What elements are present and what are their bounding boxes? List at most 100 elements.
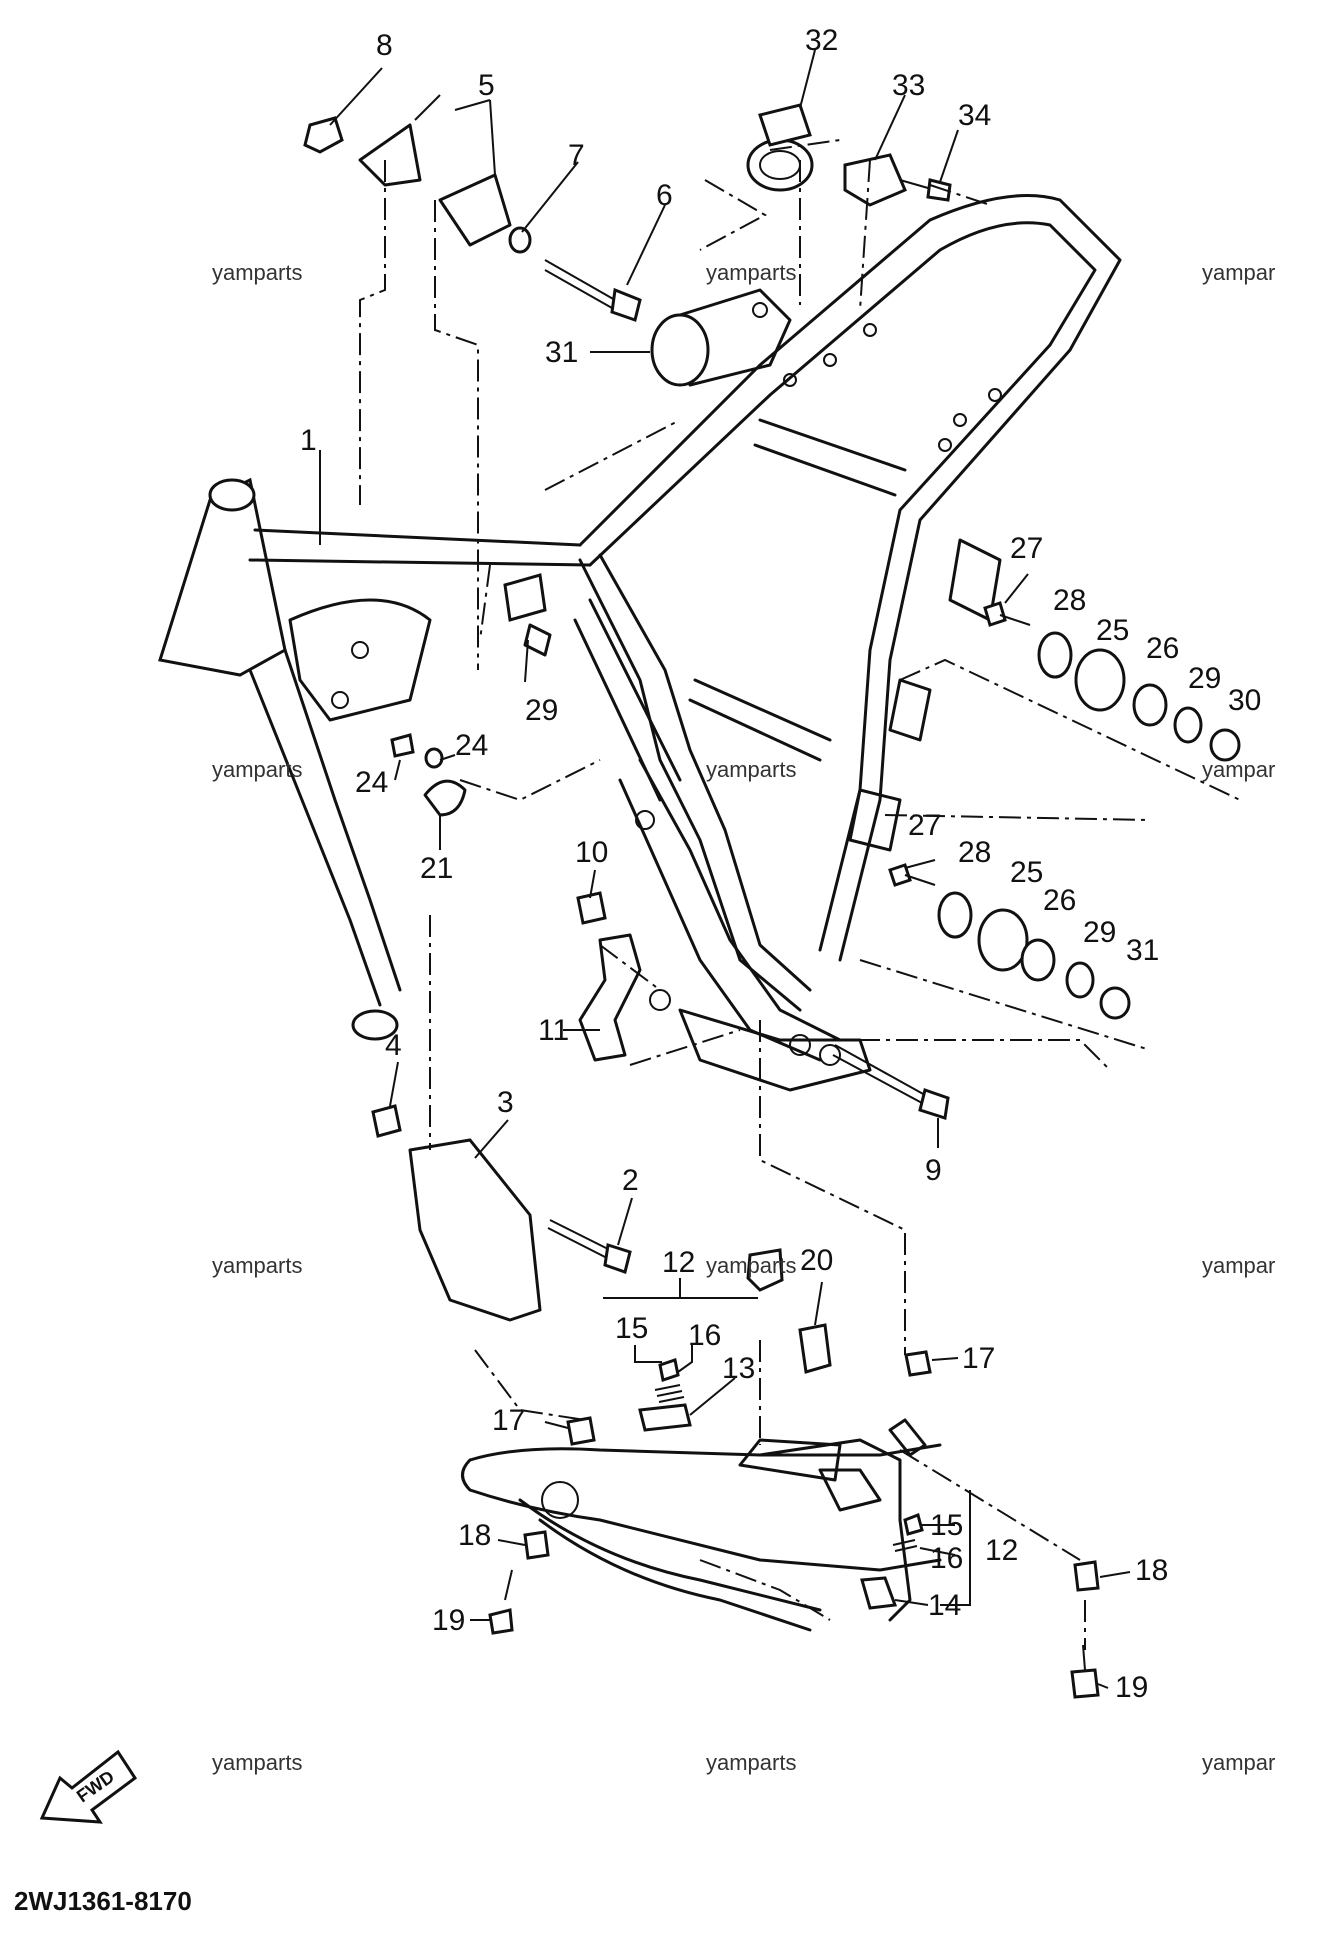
callout-20: 20 (800, 1244, 833, 1277)
watermarks: yamparts yamparts yampar yamparts yampar… (212, 260, 1275, 1775)
watermark-partial: yampar (1202, 1750, 1275, 1775)
part-8-nut (303, 116, 344, 154)
part-17-nut-b (904, 1350, 932, 1377)
callout-8: 8 (376, 29, 393, 62)
fwd-arrow-icon: FWD (39, 1749, 138, 1824)
part-15-bolt-right (903, 1513, 924, 1536)
watermark: yamparts (212, 1750, 302, 1775)
watermark-partial: yampar (1202, 757, 1275, 782)
watermark: yamparts (706, 1750, 796, 1775)
watermark: yamparts (212, 260, 302, 285)
part-15-bolt (658, 1358, 680, 1382)
callout-22: 24 (355, 766, 388, 799)
callout-7: 7 (568, 139, 585, 172)
watermark: yamparts (212, 1253, 302, 1278)
callout-28-upper: 29 (1188, 662, 1221, 695)
callout-10: 10 (575, 836, 608, 869)
callout-16-right: 16 (930, 1542, 963, 1575)
callout-29-lower: 31 (1126, 934, 1159, 967)
part-20-bumper-b (798, 1323, 832, 1374)
part-16-spring (654, 1384, 685, 1403)
mount-set-lower (888, 863, 1131, 1020)
watermark: yamparts (212, 757, 302, 782)
part-17-nut-a (566, 1416, 596, 1446)
callouts: 8 5 7 6 31 32 33 34 1 27 28 25 26 29 30 … (300, 24, 1261, 1704)
watermark: yamparts (706, 260, 796, 285)
part-13-clamp (638, 1403, 692, 1432)
callout-4: 4 (385, 1029, 402, 1062)
part-22-bolt (390, 733, 415, 758)
part-18-cap-b (1073, 1560, 1100, 1592)
part-31-horn (650, 288, 792, 387)
callout-30: 29 (525, 694, 558, 727)
callout-21: 21 (420, 852, 453, 885)
assembly-lines (359, 139, 1241, 1650)
part-6-bolt (544, 259, 642, 322)
part-14-clamp (860, 1576, 898, 1610)
callout-23: 24 (455, 729, 488, 762)
part-4-collar (371, 1104, 402, 1138)
part-19-bolt-a (488, 1569, 514, 1635)
mount-set-upper (983, 601, 1241, 762)
callout-26-lower: 27 (908, 809, 941, 842)
part-32-clamp (746, 103, 814, 192)
callout-25-upper: 26 (1146, 632, 1179, 665)
callout-11: 11 (538, 1014, 569, 1047)
callout-12-upper: 12 (662, 1246, 695, 1279)
part-23-washer (424, 747, 444, 769)
part-10-collar (576, 891, 607, 925)
part-2-bolt (547, 1219, 632, 1274)
callout-18-left: 18 (458, 1519, 491, 1552)
main-frame (158, 194, 1122, 1092)
callout-19-left: 19 (432, 1604, 465, 1637)
callout-15-upper: 15 (615, 1312, 648, 1345)
callout-24-upper: 25 (1096, 614, 1129, 647)
callout-14: 14 (928, 1589, 961, 1622)
part-18-cap-a (523, 1530, 550, 1560)
part-5-bracket-a (358, 123, 422, 187)
callout-33: 33 (892, 69, 925, 102)
part-33-bracket (843, 153, 907, 207)
callout-34: 34 (958, 99, 991, 132)
part-20-bumper-a (746, 1248, 784, 1292)
callout-24-lower: 25 (1010, 856, 1043, 889)
callout-1: 1 (300, 424, 317, 457)
part-3-plate (408, 1138, 542, 1322)
callout-13: 13 (722, 1352, 755, 1385)
engine-guard (461, 1418, 942, 1632)
part-code-label: 2WJ1361-8170 (14, 1886, 192, 1916)
part-5-bracket-b (438, 173, 512, 247)
watermark-partial: yampar (1202, 260, 1275, 285)
watermark-partial: yampar (1202, 1253, 1275, 1278)
callout-29-upper: 30 (1228, 684, 1261, 717)
callout-18-right: 18 (1135, 1554, 1168, 1587)
callout-27-lower: 28 (958, 836, 991, 869)
part-19-bolt-b (1070, 1644, 1100, 1699)
callout-9: 9 (925, 1154, 942, 1187)
callout-25-lower: 26 (1043, 884, 1076, 917)
callout-32: 32 (805, 24, 838, 57)
leader-lines (319, 49, 1131, 1689)
callout-12-right: 12 (985, 1534, 1018, 1567)
callout-31: 31 (545, 336, 578, 369)
callout-5: 5 (478, 69, 495, 102)
callout-17-right: 17 (962, 1342, 995, 1375)
watermark: yamparts (706, 757, 796, 782)
part-34-bolt (899, 178, 952, 202)
part-16-spring-right (892, 1539, 918, 1552)
callout-27-upper: 28 (1053, 584, 1086, 617)
callout-6: 6 (656, 179, 673, 212)
callout-15-right: 15 (930, 1509, 963, 1542)
callout-19-right: 19 (1115, 1671, 1148, 1704)
callout-17-left: 17 (492, 1404, 525, 1437)
part-30-clip (503, 573, 552, 657)
callout-28-lower: 29 (1083, 916, 1116, 949)
callout-3: 3 (497, 1086, 514, 1119)
part-9-bolt (832, 1044, 950, 1120)
part-7-washer (508, 226, 532, 254)
part-21-clamp (423, 779, 467, 817)
callout-2: 2 (622, 1164, 639, 1197)
callout-16-upper: 16 (688, 1319, 721, 1352)
watermark: yamparts (706, 1253, 796, 1278)
